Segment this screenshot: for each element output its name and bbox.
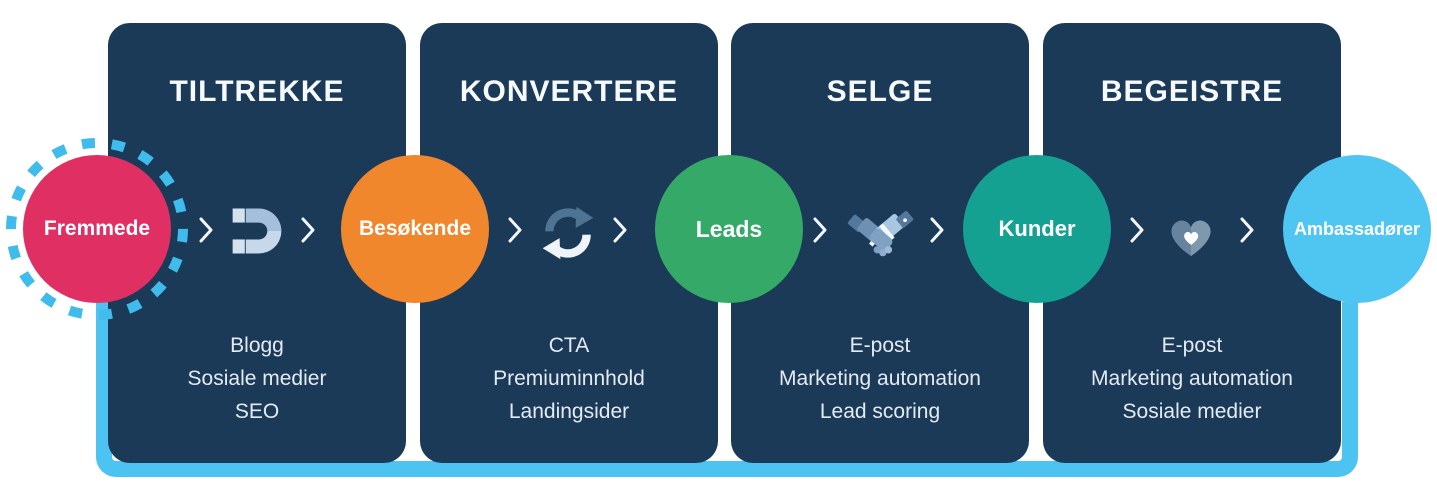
stage-header: KONVERTERE xyxy=(459,75,679,108)
stage-header: SELGE xyxy=(826,75,934,108)
persona-circle-kunder: Kunder xyxy=(963,155,1111,303)
handshake-icon xyxy=(847,211,914,257)
tactic-item: Blogg xyxy=(230,334,284,357)
persona-label: Kunder xyxy=(998,216,1076,241)
tactic-item: E-post xyxy=(849,334,911,357)
chevron-right-icon xyxy=(508,217,522,243)
persona-circle-ambassadorer: Ambassadører xyxy=(1283,155,1431,303)
chevron-right-icon xyxy=(613,217,627,243)
tactic-item: SEO xyxy=(234,400,280,423)
dashed-ring xyxy=(6,138,188,320)
chevron-right-icon xyxy=(301,217,315,243)
stage-header: BEGEISTRE xyxy=(1100,75,1284,108)
stage-tactics-list: E-post Marketing automation Sosiale medi… xyxy=(1043,329,1341,428)
tactic-item: Sosiale medier xyxy=(1122,400,1262,423)
refresh-icon xyxy=(542,206,594,260)
tactic-item: Sosiale medier xyxy=(187,367,327,390)
tactic-item: Marketing automation xyxy=(779,367,981,390)
chevron-right-icon xyxy=(199,217,213,243)
chevron-right-icon xyxy=(1240,217,1254,243)
persona-circle-leads: Leads xyxy=(655,155,803,303)
persona-circle-fremmede: Fremmede xyxy=(23,155,171,303)
stage-header: TILTREKKE xyxy=(169,75,345,108)
stage-tactics-list: CTA Premiuminnhold Landingsider xyxy=(420,329,718,428)
stage-tactics-list: E-post Marketing automation Lead scoring xyxy=(731,329,1029,428)
tactic-item: Premiuminnhold xyxy=(493,367,645,390)
magnet-icon xyxy=(232,208,282,254)
stage-tactics-list: Blogg Sosiale medier SEO xyxy=(108,329,406,428)
tactic-item: CTA xyxy=(548,334,590,357)
chevron-right-icon xyxy=(1130,217,1144,243)
persona-label: Leads xyxy=(695,215,763,242)
chevron-right-icon xyxy=(813,217,827,243)
persona-label: Fremmede xyxy=(43,217,151,240)
persona-label: Ambassadører xyxy=(1293,218,1421,239)
tactic-item: Lead scoring xyxy=(819,400,941,423)
tactic-item: Landingsider xyxy=(508,400,630,423)
persona-circle-besokende: Besøkende xyxy=(341,155,489,303)
persona-label: Besøkende xyxy=(358,217,472,240)
chevron-right-icon xyxy=(930,217,944,243)
tactic-item: E-post xyxy=(1161,334,1223,357)
tactic-item: Marketing automation xyxy=(1091,367,1293,390)
heart-icon xyxy=(1171,220,1211,257)
